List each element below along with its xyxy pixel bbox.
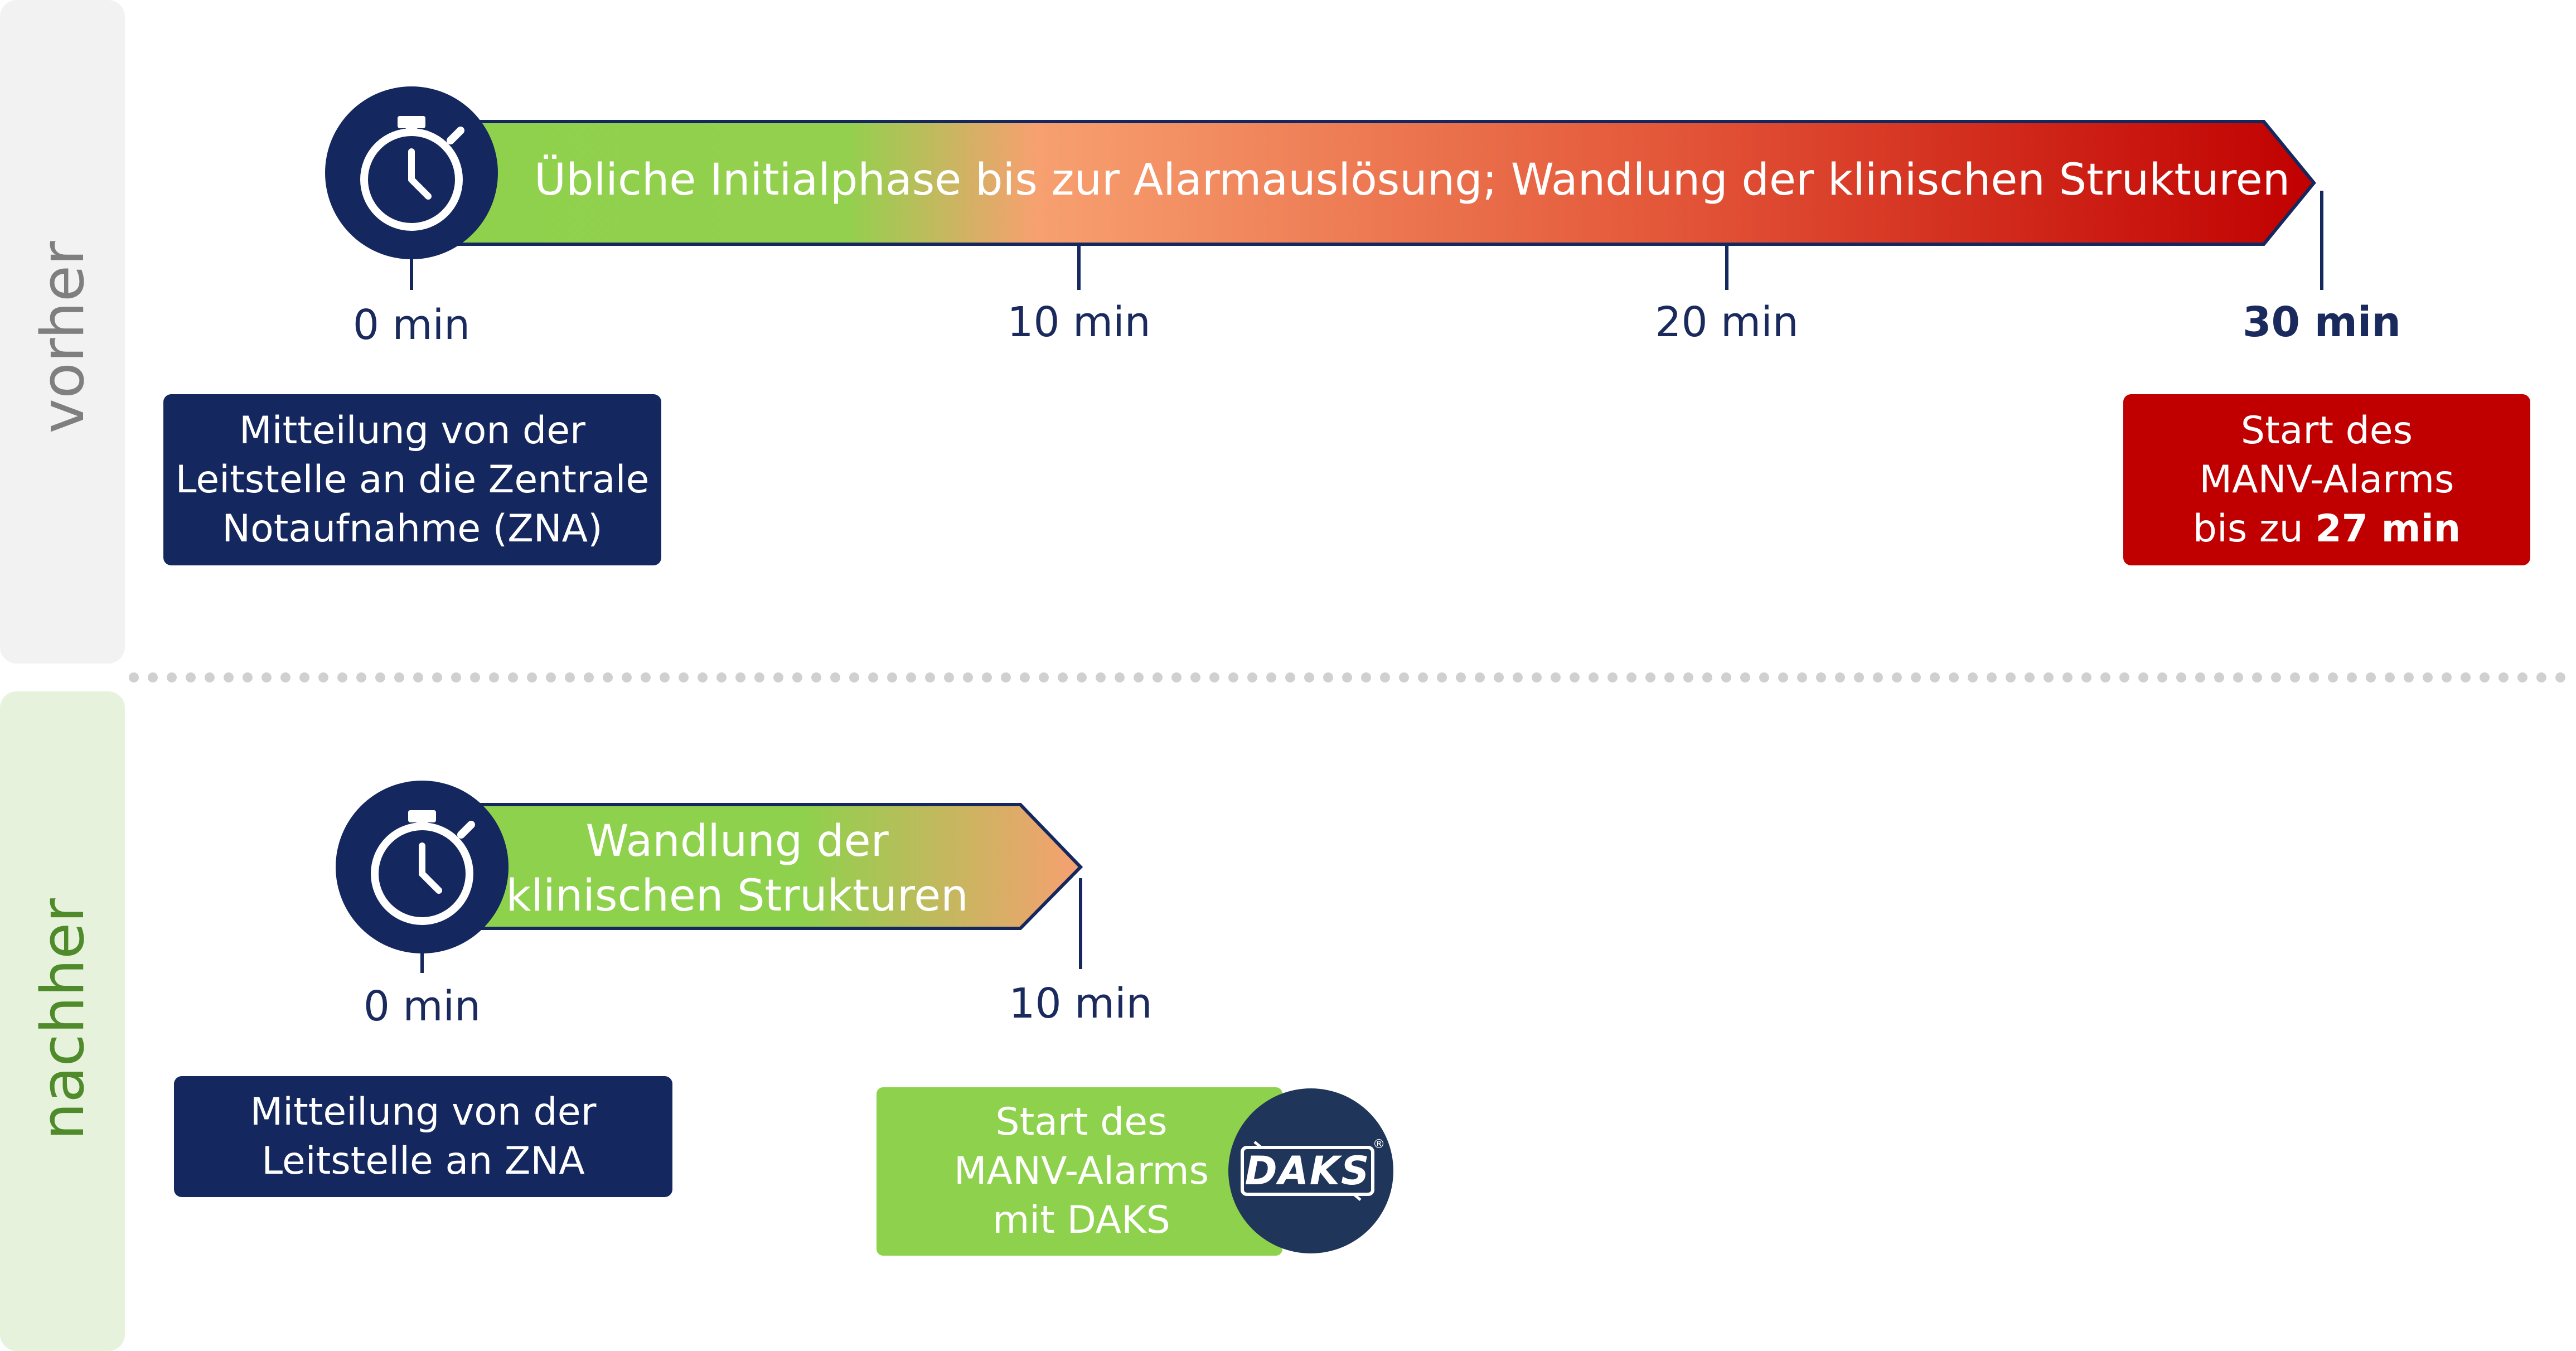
after-start-line-2: Leitstelle an ZNA [262,1139,585,1183]
after-start-line-1: Mitteilung von der [250,1089,597,1134]
before-start-box: Mitteilung von der Leitstelle an die Zen… [163,394,661,565]
after-tick-label-0: 0 min [363,982,481,1030]
daks-logo [1228,1088,1393,1253]
section-divider [129,672,2576,682]
after-end-line-1: Start des [995,1100,1168,1144]
before-tick-label-20: 20 min [1655,298,1799,346]
before-end-line-3: bis zu 27 min [2193,505,2461,554]
after-end-line-3: mit DAKS [992,1198,1170,1242]
stopwatch-icon [336,781,509,953]
after-tick-label-10: 10 min [1009,980,1153,1028]
after-end-box: Start des MANV-Alarms mit DAKS [877,1087,1286,1256]
before-start-line-2: Leitstelle an die Zentrale [175,457,650,502]
after-bar-text: Wandlung der klinischen Strukturen [486,814,988,923]
after-panel [0,691,125,1351]
before-tick-label-10: 10 min [1007,298,1151,346]
daks-logo-text: DAKS [1245,1148,1371,1194]
after-bar-line-2: klinischen Strukturen [506,871,969,921]
before-tick-label-0: 0 min [352,301,471,349]
before-end-line-1: Start des [2240,408,2413,453]
before-end-box: Start des MANV-Alarms bis zu 27 min [2123,394,2530,565]
after-end-box-bg [877,1087,1282,1256]
before-panel [0,0,125,664]
before-tick-label-30: 30 min [2243,298,2401,346]
before-end-prefix: bis zu [2192,506,2316,551]
stopwatch-icon [325,86,498,259]
before-start-line-3: Notaufnahme (ZNA) [222,506,603,551]
before-start-line-1: Mitteilung von der [239,408,585,453]
before-end-duration: 27 min [2315,506,2461,551]
after-start-box: Mitteilung von der Leitstelle an ZNA [174,1076,672,1197]
before-bar-text: Übliche Initialphase bis zur Alarmauslös… [534,155,2291,205]
before-end-line-2: MANV-Alarms [2199,457,2454,502]
daks-logo-mark: ® [1373,1137,1385,1151]
after-bar-line-1: Wandlung der [585,816,889,866]
after-end-line-2: MANV-Alarms [953,1149,1209,1193]
